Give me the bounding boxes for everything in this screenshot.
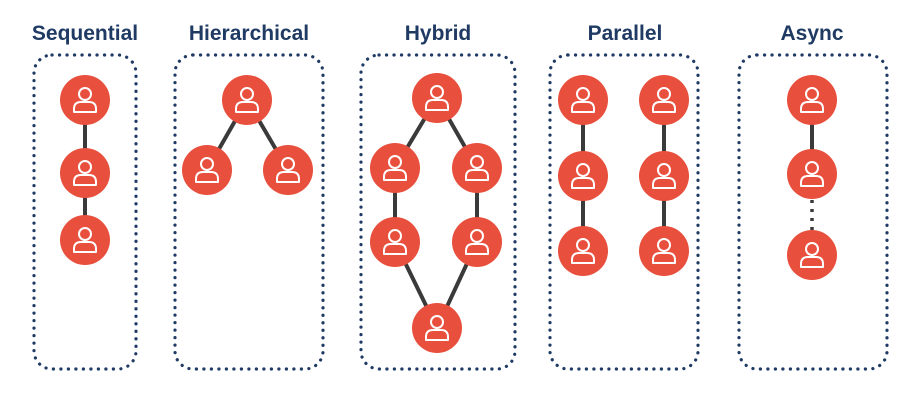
person-icon [73, 87, 97, 113]
agent-node [787, 75, 837, 125]
agent-node [263, 145, 313, 195]
panel-hierarchical: Hierarchical [173, 22, 325, 371]
person-icon [425, 315, 449, 341]
panel-border-hybrid [359, 53, 517, 371]
person-icon [383, 155, 407, 181]
nodes [370, 73, 502, 353]
person-icon [276, 157, 300, 183]
agent-node [639, 75, 689, 125]
panel-title-hierarchical: Hierarchical [189, 22, 309, 45]
agent-node [412, 73, 462, 123]
person-icon [652, 238, 676, 264]
person-icon [465, 229, 489, 255]
panel-title-sequential: Sequential [32, 22, 138, 45]
agent-node [639, 226, 689, 276]
person-icon [195, 157, 219, 183]
panel-title-parallel: Parallel [588, 22, 663, 45]
person-icon [652, 87, 676, 113]
agent-node [558, 151, 608, 201]
person-icon [652, 163, 676, 189]
agent-node [452, 217, 502, 267]
person-icon [800, 161, 824, 187]
agent-node [60, 148, 110, 198]
panel-border-sequential [32, 53, 138, 371]
person-icon [571, 163, 595, 189]
person-icon [383, 229, 407, 255]
nodes [182, 75, 313, 195]
agent-node [370, 217, 420, 267]
panel-border-hierarchical [173, 53, 325, 371]
agent-node [60, 75, 110, 125]
agent-node [222, 75, 272, 125]
person-icon [571, 87, 595, 113]
agent-node [370, 143, 420, 193]
panel-border-parallel [548, 53, 700, 371]
nodes [60, 75, 110, 265]
agent-node [639, 151, 689, 201]
person-icon [465, 155, 489, 181]
person-icon [800, 242, 824, 268]
person-icon [800, 87, 824, 113]
agent-node [60, 215, 110, 265]
agent-node [182, 145, 232, 195]
nodes [558, 75, 689, 276]
panel-border-async [737, 53, 889, 371]
agent-node [787, 149, 837, 199]
person-icon [73, 227, 97, 253]
nodes [787, 75, 837, 280]
agent-node [452, 143, 502, 193]
agent-node [787, 230, 837, 280]
agent-node [558, 226, 608, 276]
panel-hybrid: Hybrid [359, 22, 517, 371]
panel-title-hybrid: Hybrid [405, 22, 472, 45]
person-icon [571, 238, 595, 264]
agent-node [558, 75, 608, 125]
person-icon [235, 87, 259, 113]
panel-sequential: Sequential [32, 22, 138, 371]
person-icon [425, 85, 449, 111]
panel-title-async: Async [780, 22, 843, 45]
agent-node [412, 303, 462, 353]
panel-async: Async [737, 22, 889, 371]
person-icon [73, 160, 97, 186]
panel-parallel: Parallel [548, 22, 700, 371]
